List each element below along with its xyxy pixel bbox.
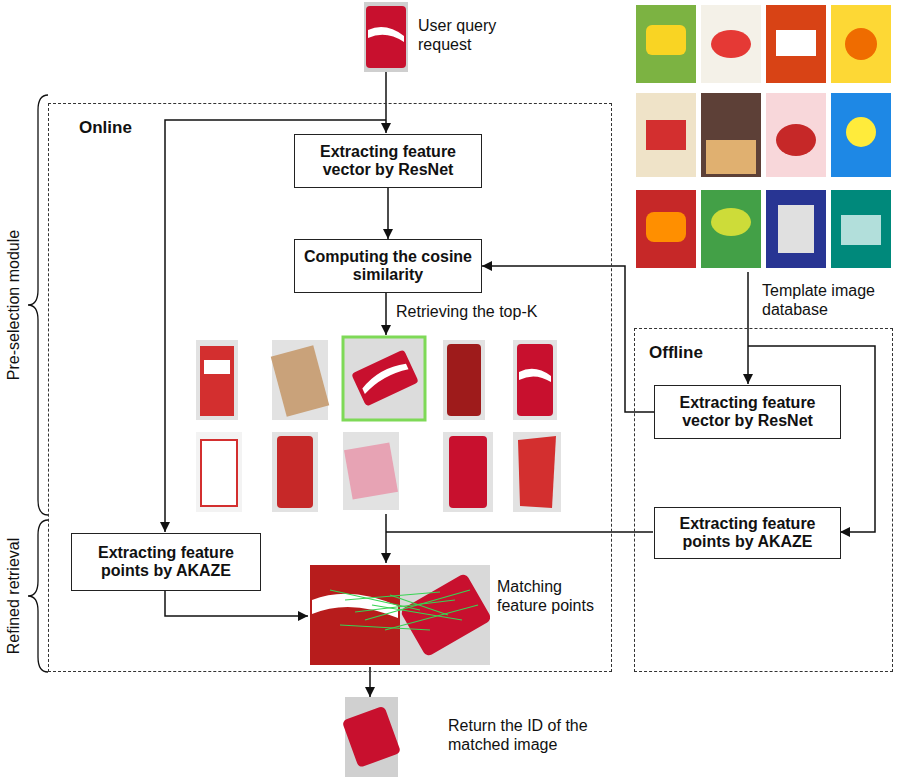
connector-layer (388, 188, 654, 412)
package-detail (846, 117, 876, 147)
node-text: Online (79, 118, 132, 138)
flow-connector (482, 266, 654, 412)
flow-lines (165, 72, 875, 697)
bag (518, 436, 556, 508)
process-box: Extracting feature vector by ResNet (654, 385, 841, 439)
package-detail (845, 28, 877, 60)
carton (200, 346, 234, 416)
match-line (390, 595, 448, 615)
package-photo (766, 93, 826, 177)
photo-ground (443, 340, 485, 420)
query-can-photo (364, 2, 408, 72)
node-text: Extracting feature points by AKAZE (80, 544, 252, 581)
match-line (330, 590, 420, 610)
matching-photo (310, 565, 492, 665)
photo-ground (513, 340, 557, 420)
can-body (400, 573, 493, 658)
process-box: Computing the cosine similarity (294, 239, 482, 293)
package-detail (711, 30, 751, 58)
section-brace (28, 95, 48, 515)
carton-label (204, 360, 230, 374)
can-body (447, 344, 481, 416)
database-caption: Template image database (762, 281, 892, 319)
package-photo (636, 93, 696, 177)
package-photo (766, 190, 826, 268)
carton (201, 440, 237, 506)
step-caption: Matching feature points (497, 577, 607, 615)
query-can-photo (310, 565, 400, 665)
package-photo (766, 5, 826, 83)
input-caption: User query request (418, 16, 518, 54)
photo-ground (443, 432, 493, 512)
package-detail (776, 124, 816, 156)
package-detail (646, 25, 686, 55)
output-caption: Return the ID of the matched image (448, 716, 608, 754)
node-text: Computing the cosine similarity (303, 248, 473, 285)
best-match-photo (343, 337, 425, 420)
box (344, 442, 398, 499)
section-brace (28, 520, 48, 672)
flow-arrow (385, 514, 387, 563)
process-box: Extracting feature vector by ResNet (294, 134, 482, 188)
node-text: Extracting feature points by AKAZE (663, 515, 832, 552)
flow-connector (387, 188, 389, 239)
returned-photo (342, 697, 401, 777)
top-k-images (196, 337, 561, 512)
flow-arrow (748, 346, 875, 532)
package-photo (701, 5, 761, 83)
flow-line (386, 531, 653, 533)
package-detail (841, 215, 881, 245)
process-box: Extracting feature points by AKAZE (654, 507, 841, 559)
package-detail (646, 120, 686, 150)
can-wave (368, 27, 404, 42)
package-detail (711, 208, 751, 236)
can-body (277, 436, 313, 508)
package-photo (701, 190, 761, 268)
photo-ground (364, 2, 408, 72)
match-lines (330, 590, 478, 630)
package-detail (706, 140, 756, 174)
photo-ground (272, 432, 318, 512)
package-photo (636, 5, 696, 83)
flow-arrow (385, 292, 387, 335)
process-box: Extracting feature points by AKAZE (71, 533, 261, 591)
offline-region: OfflineExtracting feature vector by ResN… (634, 328, 893, 672)
package-photo (831, 190, 891, 268)
photo-ground (196, 432, 242, 512)
can-body (449, 436, 487, 508)
arrow-label: Retrieving the top-K (396, 302, 537, 321)
section-label: Refined retrieval (4, 538, 23, 655)
can-body (366, 6, 406, 68)
package-detail (646, 212, 686, 242)
can-wave (359, 361, 410, 394)
match-line (365, 590, 470, 620)
node-text: Offline (649, 343, 703, 363)
can-body (517, 344, 553, 416)
package-detail (776, 30, 816, 56)
package-photo (636, 190, 696, 268)
can-body (342, 706, 401, 768)
photo-ground (196, 340, 238, 420)
package-photo (701, 93, 761, 177)
template-image-grid (636, 5, 891, 268)
photo-ground (343, 432, 399, 510)
box (271, 345, 330, 416)
node-text: Extracting feature vector by ResNet (303, 143, 473, 180)
match-line (340, 625, 430, 630)
can-wave (519, 369, 551, 382)
photo-ground (513, 432, 561, 512)
can-body (351, 349, 419, 406)
section-label: Pre-selection module (4, 230, 23, 380)
package-detail (778, 205, 814, 253)
flow-arrow (165, 590, 308, 616)
node-text: Extracting feature vector by ResNet (663, 394, 832, 431)
package-photo (831, 93, 891, 177)
package-photo (831, 5, 891, 83)
